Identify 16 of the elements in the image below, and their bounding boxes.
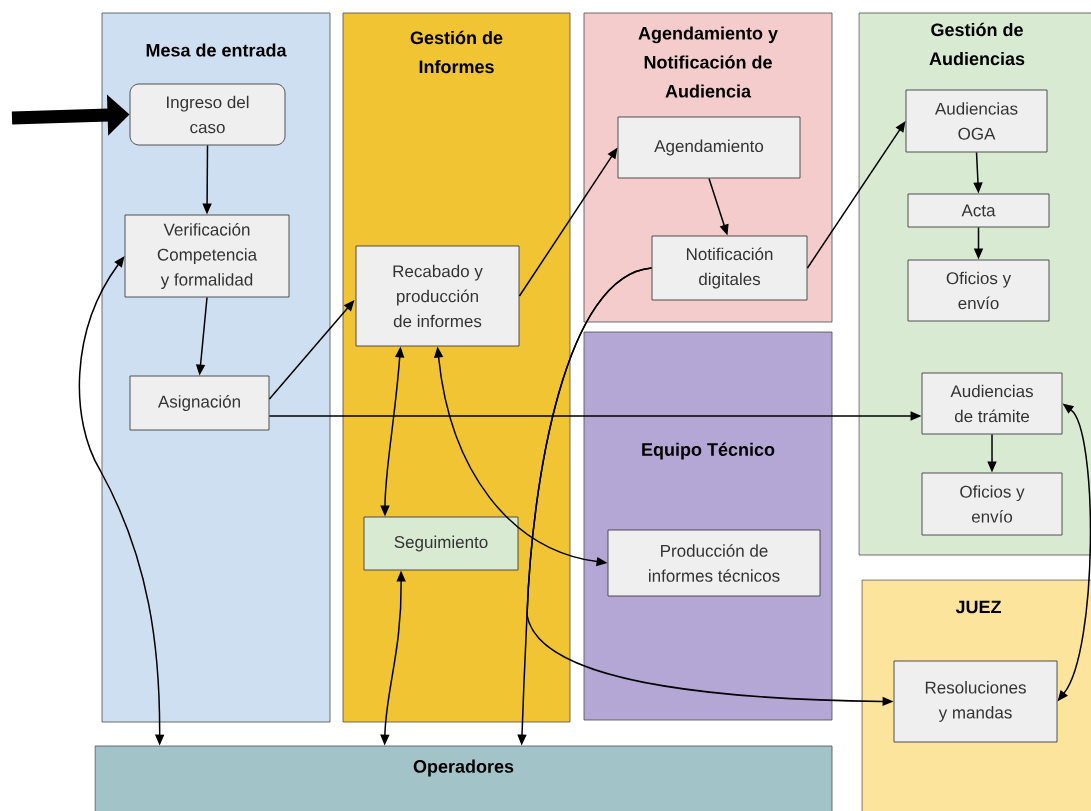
- process-box: Oficios y envío: [907, 259, 1050, 322]
- process-box: Notificación digitales: [651, 235, 808, 301]
- process-box: Asignación: [129, 375, 270, 431]
- process-box: Agendamiento: [617, 116, 801, 179]
- process-box: Producción de informes técnicos: [607, 529, 821, 597]
- process-box: Recabado y producción de informes: [355, 245, 520, 347]
- process-box: Acta: [907, 193, 1050, 228]
- process-box: Audiencias de trámite: [921, 372, 1063, 435]
- process-box: Verificación Competencia y formalidad: [124, 214, 290, 298]
- process-box: Ingreso del caso: [129, 83, 286, 146]
- process-box: Audiencias OGA: [905, 89, 1048, 153]
- process-box: Seguimiento: [363, 516, 519, 571]
- process-box: Resoluciones y mandas: [893, 660, 1058, 743]
- process-box: Oficios y envío: [921, 472, 1063, 536]
- arrow: [806, 121, 906, 269]
- swimlane: Operadores: [94, 745, 833, 811]
